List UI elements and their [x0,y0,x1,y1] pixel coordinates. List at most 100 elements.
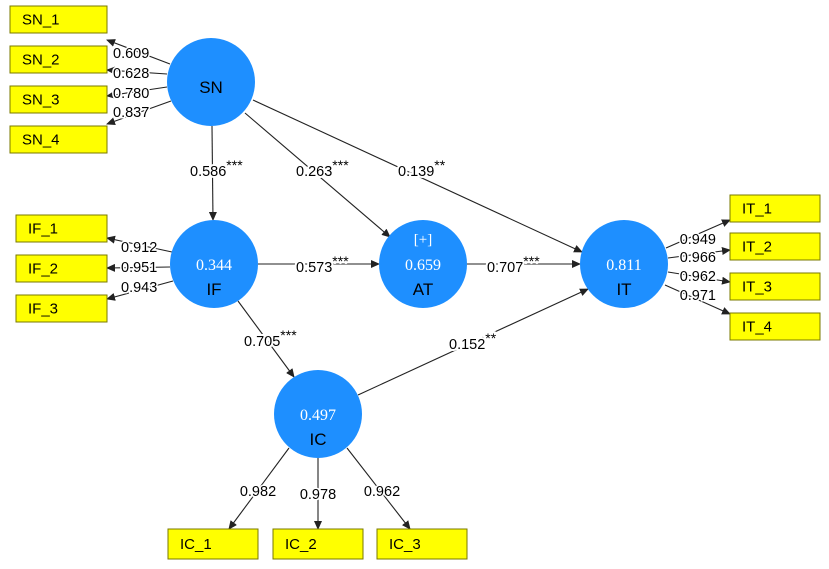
path-ic-it-coef: 0.152 [449,337,485,353]
indicator-box-it-1 [729,194,821,223]
loading-it-4-label: 0.971 [680,288,716,304]
loading-arrow-sn-4 [106,100,172,126]
loading-arrow-ic-3 [346,447,411,530]
indicator-label-ic-2: IC_2 [285,536,317,553]
path-arrow-sn-it [252,99,583,253]
loading-it-2-label: 0.966 [680,250,716,266]
loading-arrow-if-2 [106,263,171,272]
loading-sn-4-label: 0.837 [113,105,149,121]
indicator-box-if-2 [15,254,108,283]
indicator-label-it-1: IT_1 [742,201,772,218]
path-if-at-sig: *** [332,253,349,269]
loading-if-3-coef: 0.943 [121,280,157,296]
path-sn-at-sig: *** [332,157,349,173]
construct-name-sn: SN [199,78,223,97]
loading-arrow-it-1 [665,219,731,249]
loading-arrow-if-1 [106,235,173,253]
construct-circle-ic [274,370,362,458]
construct-name-ic: IC [310,430,327,449]
loading-arrow-if-3 [106,280,174,301]
loading-it-2-coef: 0.966 [680,250,716,266]
indicator-box-ic-2 [272,528,364,560]
path-if-at-coef: 0.573 [296,260,332,276]
loading-it-1-coef: 0.949 [680,232,716,248]
construct-circle-sn [167,38,255,126]
indicator-box-if-3 [15,294,108,323]
path-sn-if-sig: *** [226,157,243,173]
loading-sn-1-label: 0.609 [113,46,149,62]
loading-ic-2-coef: 0.978 [300,487,336,503]
indicator-box-it-4 [729,312,821,341]
construct-r2-ic: 0.497 [300,407,336,424]
loading-ic-2-label: 0.978 [300,487,336,503]
indicator-box-it-3 [729,272,821,301]
loading-sn-4-coef: 0.837 [113,105,149,121]
path-if-at-label: 0.573*** [296,253,349,276]
loading-arrow-it-4 [664,284,731,315]
path-arrow-ic-it [357,288,589,396]
indicator-box-if-1 [15,214,108,243]
loading-ic-3-coef: 0.962 [364,484,400,500]
indicator-label-if-1: IF_1 [28,221,58,238]
indicator-label-if-3: IF_3 [28,301,58,318]
path-if-ic-label: 0.705*** [244,327,297,350]
indicator-label-sn-2: SN_2 [22,52,60,69]
path-sn-if-coef: 0.586 [190,164,226,180]
loading-if-1-label: 0.912 [121,240,157,256]
path-arrow-sn-at [244,112,391,238]
indicator-box-sn-3 [9,85,108,114]
loading-arrow-ic-1 [228,447,290,530]
indicator-label-sn-3: SN_3 [22,92,60,109]
path-sn-it-sig: ** [434,157,445,173]
loading-it-3-label: 0.962 [680,269,716,285]
loading-arrow-sn-1 [106,39,171,65]
path-sn-at-coef: 0.263 [296,164,332,180]
indicator-box-ic-3 [376,528,468,560]
path-if-ic-coef: 0.705 [244,334,280,350]
path-sn-it-label: 0.139** [398,157,446,180]
indicator-box-sn-4 [9,125,108,154]
indicator-label-it-4: IT_4 [742,319,772,336]
loading-arrow-it-3 [667,271,731,285]
loading-sn-3-coef: 0.780 [113,86,149,102]
construct-name-if: IF [206,280,221,299]
loading-ic-1-coef: 0.982 [240,484,276,500]
indicator-label-ic-1: IC_1 [180,536,212,553]
construct-circle-if [170,220,258,308]
edges-layer [106,39,731,530]
path-at-it-label: 0.707*** [487,253,540,276]
indicator-box-ic-1 [167,528,259,560]
loading-sn-2-label: 0.628 [113,66,149,82]
path-ic-it-sig: ** [485,330,496,346]
construct-r2-if: 0.344 [196,257,232,274]
indicator-label-it-2: IT_2 [742,239,772,256]
path-if-ic-sig: *** [280,327,297,343]
loading-if-2-label: 0.951 [121,260,157,276]
path-sn-if-label: 0.586*** [190,157,243,180]
path-ic-it-label: 0.152** [449,330,497,353]
loading-arrow-sn-2 [106,66,168,75]
construct-r2-at: 0.659 [405,257,441,274]
loading-ic-3-label: 0.962 [364,484,400,500]
nodes-layer: SN_1SN_2SN_3SN_4IF_1IF_2IF_3IT_1IT_2IT_3… [9,5,821,560]
loading-ic-1-label: 0.982 [240,484,276,500]
indicator-label-it-3: IT_3 [742,279,772,296]
path-arrow-sn-if [208,125,217,221]
indicator-label-if-2: IF_2 [28,261,58,278]
loading-it-1-label: 0.949 [680,232,716,248]
loading-if-3-label: 0.943 [121,280,157,296]
indicator-box-it-2 [729,232,821,261]
loading-arrow-it-2 [667,247,731,259]
construct-name-at: AT [413,280,433,299]
path-sn-at-label: 0.263*** [296,157,349,180]
construct-tag-at: [+] [414,232,432,248]
loading-it-3-coef: 0.962 [680,269,716,285]
path-arrow-if-ic [237,300,295,378]
loading-if-2-coef: 0.951 [121,260,157,276]
construct-circle-at [379,220,467,308]
loading-if-1-coef: 0.912 [121,240,157,256]
loading-it-4-coef: 0.971 [680,288,716,304]
construct-r2-it: 0.811 [606,257,641,274]
path-at-it-coef: 0.707 [487,260,523,276]
